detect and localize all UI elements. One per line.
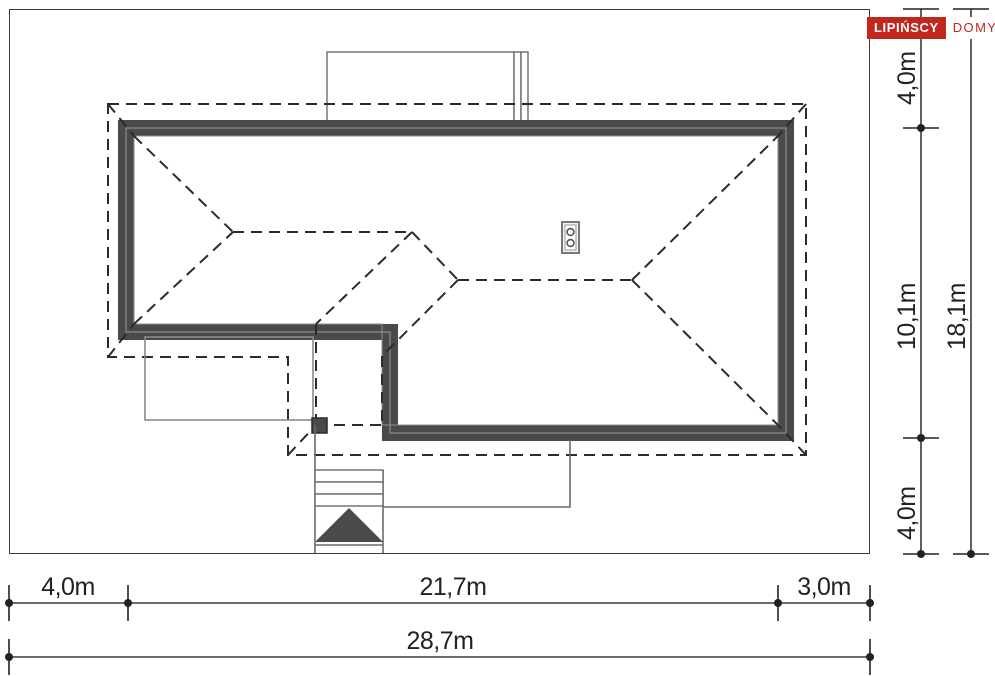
horizontal-dimension-total: 28,7m xyxy=(5,627,874,675)
horizontal-dim-label-left: 4,0m xyxy=(41,573,95,601)
vertical-dim-label-middle: 10,1m xyxy=(893,283,921,350)
driveway-projection xyxy=(326,51,529,131)
roof-hip-lines xyxy=(107,103,807,456)
vertical-dimension-chain: 4,0m 10,1m 4,0m xyxy=(893,8,939,558)
building-walls xyxy=(118,120,794,441)
entrance-direction-arrow xyxy=(315,508,383,542)
logo-word-text: DOMY xyxy=(952,20,995,35)
horizontal-total-label: 28,7m xyxy=(407,627,474,655)
chimney-icon xyxy=(561,221,580,254)
vertical-total-label: 18,1m xyxy=(943,283,971,350)
terrace xyxy=(144,336,314,421)
vertical-dim-label-top: 4,0m xyxy=(893,51,921,105)
brand-logo: LIPIŃSCY DOMY xyxy=(867,17,995,39)
horizontal-dimension-chain: 4,0m 21,7m 3,0m xyxy=(5,573,874,621)
logo-mark-text: LIPIŃSCY xyxy=(867,17,946,39)
roof-overhang-outline xyxy=(107,103,807,456)
vertical-dimension-total: 18,1m xyxy=(943,8,989,558)
vertical-dim-label-bottom: 4,0m xyxy=(893,486,921,540)
entrance-steps xyxy=(314,469,384,507)
horizontal-dim-label-center: 21,7m xyxy=(420,573,487,601)
horizontal-dim-label-right: 3,0m xyxy=(797,573,851,601)
entrance-path xyxy=(314,425,571,553)
